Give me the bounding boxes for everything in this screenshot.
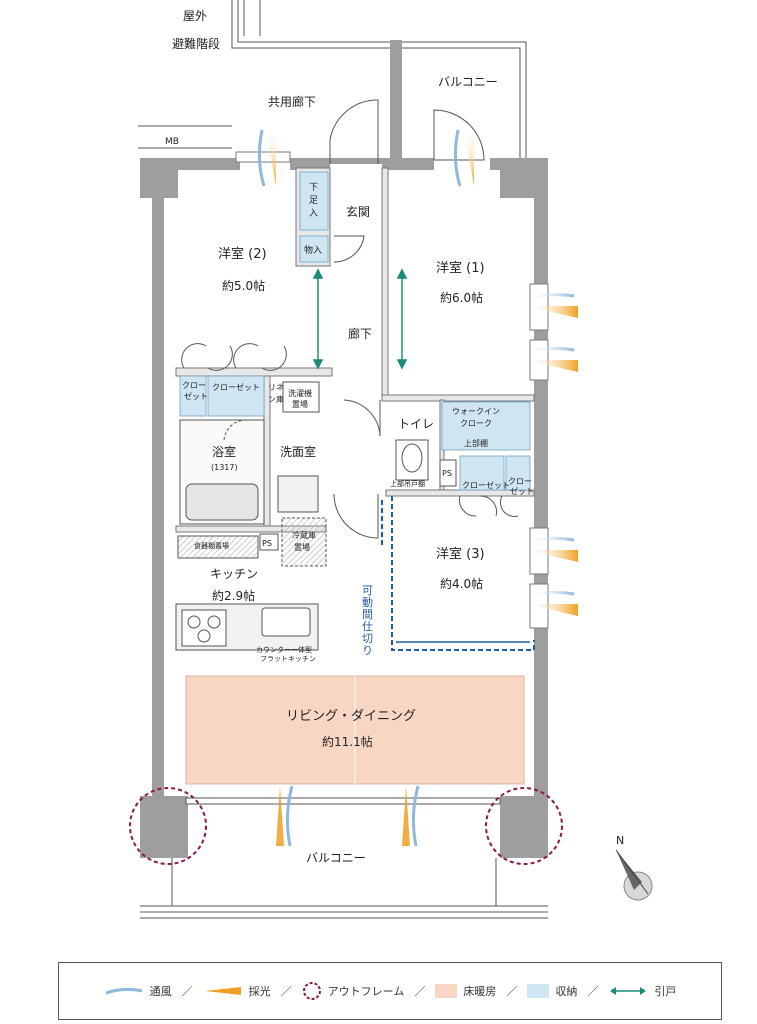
outdoor-stair-label-1: 屋外 [183,9,207,23]
outframe-icon [302,982,321,1000]
dish-storage-label: 食器棚置場 [194,541,229,550]
linen-1: リネ [268,383,284,392]
legend-item-floor-heating: 床暖房 [435,983,496,999]
partition-6: り [362,644,373,657]
shoe-box-2: 足 [309,195,318,206]
room1-name: 洋室 (1) [436,260,485,276]
fridge-2: 置場 [294,542,310,552]
balcony-top-label: バルコニー [438,75,498,89]
walls [140,40,548,858]
daylight-icon [204,987,241,995]
toilet-label: トイレ [398,417,434,431]
floor-plan: N 屋外 避難階段 バルコニー 共用廊下 MB 玄関 下 足 入 物入 廊下 洋… [129,0,653,919]
washroom-label: 洗面室 [280,444,316,459]
outframe-markers [129,787,563,865]
upper-shelf-2: 上部吊戸棚 [390,479,425,488]
bathroom [179,419,265,525]
room2-name: 洋室 (2) [218,246,267,262]
closet-small-1: クロー [182,381,206,390]
counter-kitchen-2: フラットキッチン [260,655,316,663]
window-indicators-bottom [276,785,420,847]
window-indicators-top [235,128,474,187]
bath-name: 浴室 [212,444,236,459]
legend-item-sliding-door: 引戸 [608,983,676,999]
legend-item-daylight: 採光 [203,983,271,999]
balcony-bottom [140,797,548,919]
partition-3: 間 [362,608,373,621]
outdoor-stair-label-2: 避難階段 [172,36,220,51]
living-name: リビング・ダイニング [286,709,416,724]
shared-corridor-label: 共用廊下 [268,94,316,109]
legend-label: 収納 [555,985,578,998]
upper-shelf-label: 上部棚 [464,438,488,448]
closet2-label: クローゼット [462,480,510,490]
washer-2: 置場 [292,399,308,409]
legend-label: 引戸 [654,985,677,998]
closet-small-2: ゼット [184,391,208,401]
room2-size: 約5.0帖 [222,278,265,293]
kitchen-size: 約2.9帖 [212,588,255,603]
legend-label: 通風 [149,985,172,998]
closet3-2: ゼット [510,486,534,496]
mb-label: MB [165,137,179,147]
outdoor-stair [231,0,527,160]
kitchen-name: キッチン [210,567,258,581]
living-size: 約11.1帖 [322,734,373,749]
legend: 通風 ／ 採光 ／ アウトフレーム ／ 床暖房 ／ 収納 ／ 引戸 [58,962,722,1020]
storage-label: 物入 [304,244,322,256]
partition-5: 切 [362,632,373,645]
ps-label-1: PS [442,469,452,478]
shoe-box-1: 下 [309,183,318,193]
balcony-bottom-label: バルコニー [306,851,366,865]
shoe-box-3: 入 [309,208,318,219]
room3-size: 約4.0帖 [440,576,483,591]
room1-size: 約6.0帖 [440,290,483,305]
storage-icon [527,984,550,998]
shared-corridor-railing [138,125,232,149]
legend-item-ventilation: 通風 [104,983,172,999]
movable-partition-line [381,496,535,651]
counter-kitchen-1: カウンター一体型 [256,645,312,654]
ventilation-icon [105,987,142,995]
legend-label: 床暖房 [463,985,497,998]
bath-size: (1317) [211,463,238,472]
legend-item-storage: 収納 [527,983,577,999]
hallway-label: 廊下 [348,326,372,341]
washer-1: 洗濯機 [288,388,312,398]
washer-area [282,381,320,413]
toilet-fixture [395,439,457,487]
partition-1: 可 [362,584,373,597]
legend-label: 採光 [248,985,271,998]
storage-areas [179,171,531,491]
kitchen-fixtures [175,517,327,651]
legend-label: アウトフレーム [327,985,405,998]
linen-2: ン庫 [268,394,284,404]
sliding-door-icon [610,987,647,995]
fridge-1: 冷蔵庫 [292,530,316,540]
partition-4: 仕 [362,620,373,633]
sliding-arrows [312,268,408,370]
genkan-label: 玄関 [346,204,370,219]
legend-item-outframe: アウトフレーム [302,981,405,1001]
wash-basin [277,475,319,513]
room3-name: 洋室 (3) [436,546,485,562]
wic-2: クローク [460,419,492,428]
wic-1: ウォークイン [452,407,500,416]
window-indicators-right [525,283,578,629]
north-label: N [616,834,624,847]
ps-label-2: PS [262,539,272,548]
closet-label: クローゼット [212,382,260,392]
compass-icon: N [615,834,653,901]
partition-2: 動 [362,595,373,609]
floor-heating-icon [435,984,458,998]
closet3-1: クロー [508,477,532,486]
